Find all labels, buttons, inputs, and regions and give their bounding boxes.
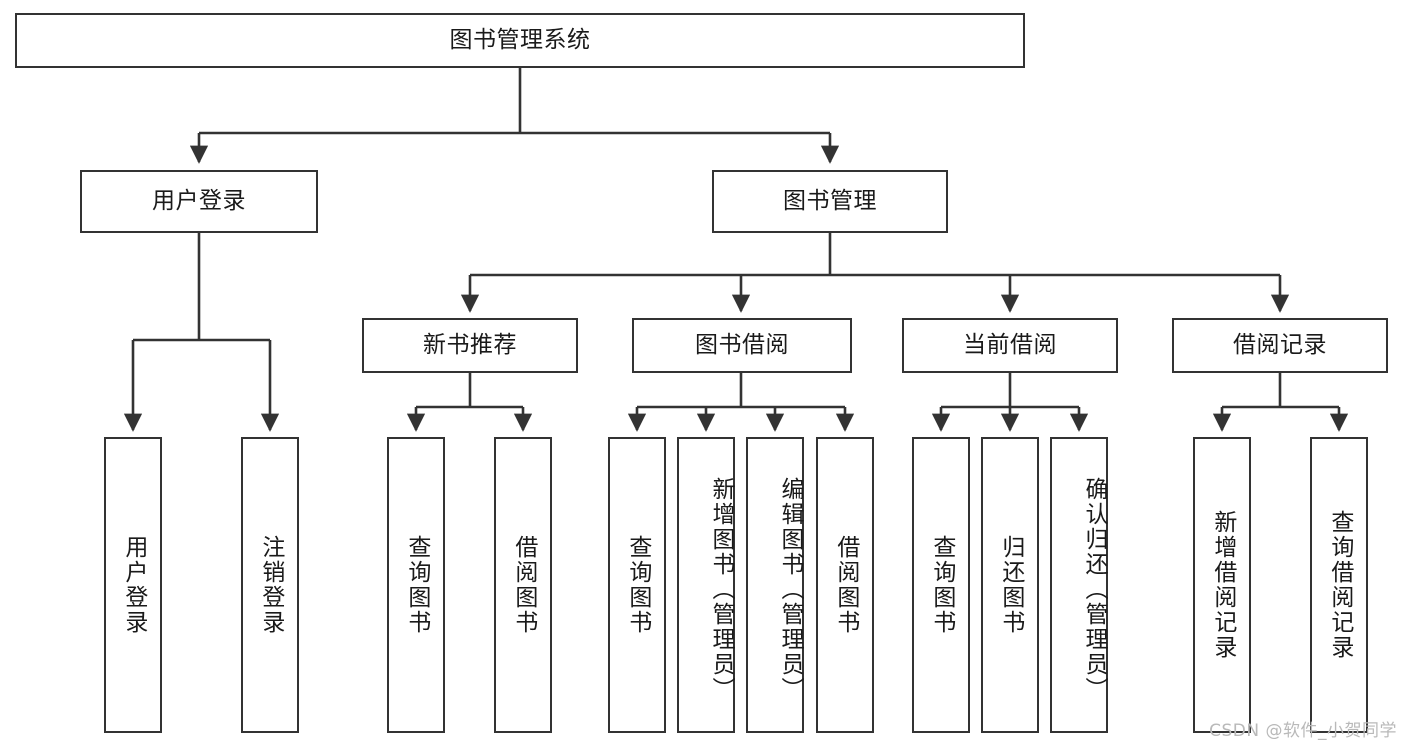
node-current-borrow[interactable]: 当前借阅 bbox=[902, 318, 1118, 373]
node-leaf-borrow-book-2-label: 借阅图书 bbox=[832, 535, 859, 635]
node-leaf-edit-book-label: 编辑图书（管理员） bbox=[777, 476, 803, 702]
node-leaf-add-record[interactable]: 新增借阅记录 bbox=[1193, 437, 1251, 733]
node-leaf-logout-label: 注销登录 bbox=[257, 535, 284, 635]
node-current-borrow-label: 当前借阅 bbox=[963, 331, 1057, 358]
node-root[interactable]: 图书管理系统 bbox=[15, 13, 1025, 68]
node-leaf-borrow-book-1[interactable]: 借阅图书 bbox=[494, 437, 552, 733]
node-leaf-add-record-label: 新增借阅记录 bbox=[1209, 510, 1236, 660]
node-leaf-return-book-label: 归还图书 bbox=[997, 535, 1024, 635]
node-leaf-confirm-return[interactable]: 确认归还（管理员） bbox=[1050, 437, 1108, 733]
node-leaf-query-record-label: 查询借阅记录 bbox=[1326, 510, 1353, 660]
csdn-watermark: CSDN @软件_小贺同学 bbox=[1209, 721, 1397, 741]
node-leaf-borrow-book-2[interactable]: 借阅图书 bbox=[816, 437, 874, 733]
node-book-borrow[interactable]: 图书借阅 bbox=[632, 318, 852, 373]
node-book-manage-label: 图书管理 bbox=[783, 187, 877, 214]
node-user-login[interactable]: 用户登录 bbox=[80, 170, 318, 233]
node-leaf-query-book-2-label: 查询图书 bbox=[624, 535, 651, 635]
node-leaf-edit-book[interactable]: 编辑图书（管理员） bbox=[746, 437, 804, 733]
node-book-borrow-label: 图书借阅 bbox=[695, 331, 789, 358]
node-leaf-borrow-book-1-label: 借阅图书 bbox=[510, 535, 537, 635]
node-leaf-query-book-2[interactable]: 查询图书 bbox=[608, 437, 666, 733]
node-user-login-label: 用户登录 bbox=[152, 187, 246, 214]
node-leaf-add-book[interactable]: 新增图书（管理员） bbox=[677, 437, 735, 733]
node-borrow-record-label: 借阅记录 bbox=[1233, 331, 1327, 358]
node-leaf-query-record[interactable]: 查询借阅记录 bbox=[1310, 437, 1368, 733]
node-leaf-query-book-3[interactable]: 查询图书 bbox=[912, 437, 970, 733]
node-book-manage[interactable]: 图书管理 bbox=[712, 170, 948, 233]
node-leaf-query-book-1[interactable]: 查询图书 bbox=[387, 437, 445, 733]
node-leaf-confirm-return-label: 确认归还（管理员） bbox=[1081, 476, 1107, 702]
node-leaf-query-book-1-label: 查询图书 bbox=[403, 535, 430, 635]
node-leaf-logout[interactable]: 注销登录 bbox=[241, 437, 299, 733]
node-new-book-rec-label: 新书推荐 bbox=[423, 331, 517, 358]
node-leaf-user-login[interactable]: 用户登录 bbox=[104, 437, 162, 733]
node-leaf-user-login-label: 用户登录 bbox=[120, 535, 147, 635]
node-leaf-return-book[interactable]: 归还图书 bbox=[981, 437, 1039, 733]
node-root-label: 图书管理系统 bbox=[449, 26, 591, 53]
node-borrow-record[interactable]: 借阅记录 bbox=[1172, 318, 1388, 373]
node-new-book-rec[interactable]: 新书推荐 bbox=[362, 318, 578, 373]
node-leaf-query-book-3-label: 查询图书 bbox=[928, 535, 955, 635]
node-leaf-add-book-label: 新增图书（管理员） bbox=[708, 476, 734, 702]
